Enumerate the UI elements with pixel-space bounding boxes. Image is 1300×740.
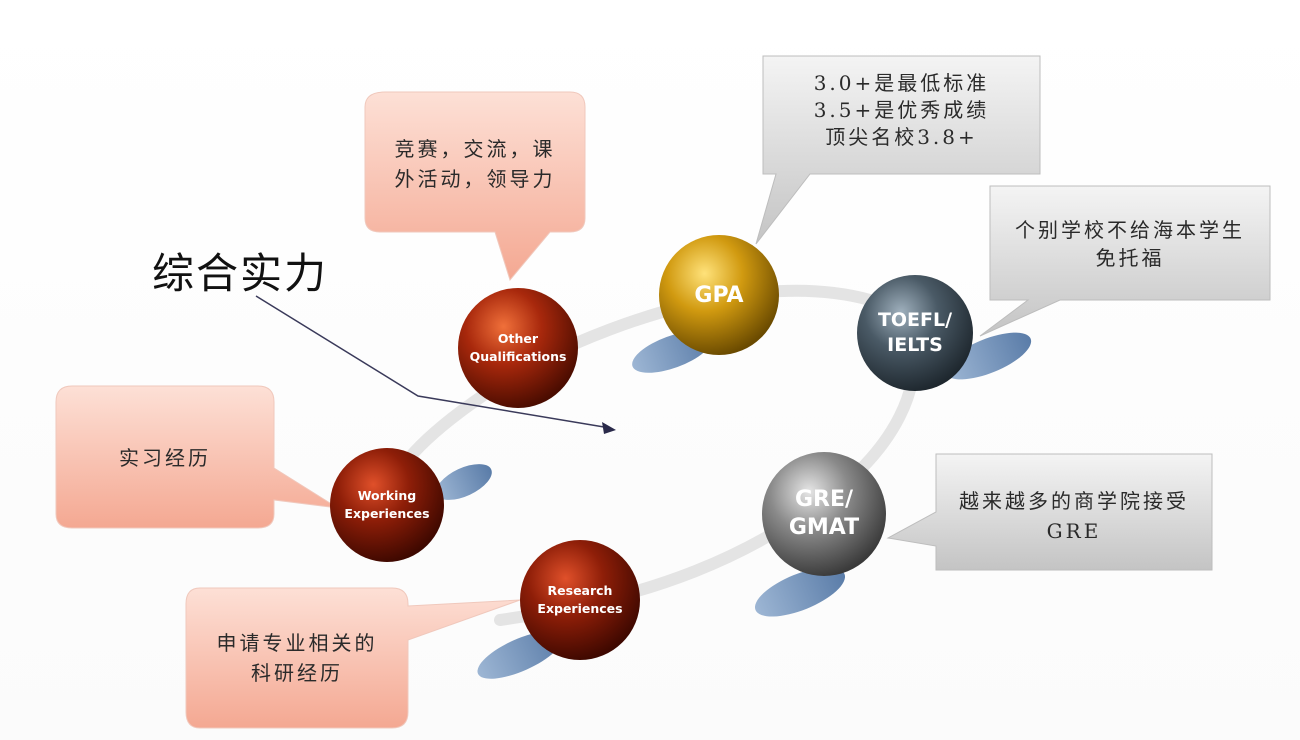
gpa-sphere — [659, 235, 779, 355]
working-sphere — [330, 448, 444, 562]
other-callout-text: 竞赛，交流，课 外活动，领导力 — [394, 137, 556, 191]
gre-callout-shape — [886, 453, 1213, 571]
gre-sphere — [762, 452, 886, 576]
working-callout-shape — [55, 385, 339, 529]
other-sphere — [458, 288, 578, 408]
diagram-title: 综合实力 — [152, 249, 329, 298]
title-pointer-arrowhead — [602, 422, 616, 434]
title-pointer-line — [255, 295, 611, 429]
toefl-shadow — [944, 332, 1032, 380]
gpa-callout-shape — [755, 55, 1041, 245]
research-sphere — [520, 540, 640, 660]
other-callout-shape — [364, 91, 586, 282]
gre-shadow — [754, 567, 846, 617]
gre-callout-text: 越来越多的商学院接受 GRE — [959, 489, 1189, 543]
gpa-callout-text: 3.0+是最低标准 3.5+是优秀成绩 顶尖名校3.8+ — [813, 71, 990, 149]
toefl-callout-shape — [979, 185, 1271, 337]
toefl-callout-text: 个别学校不给海本学生 免托福 — [1015, 218, 1245, 270]
toefl-sphere — [857, 275, 973, 391]
working-callout-text: 实习经历 — [119, 446, 211, 470]
working-shadow — [436, 464, 492, 500]
research-callout-text: 申请专业相关的 科研经历 — [216, 631, 378, 685]
research-callout-shape — [185, 587, 521, 729]
